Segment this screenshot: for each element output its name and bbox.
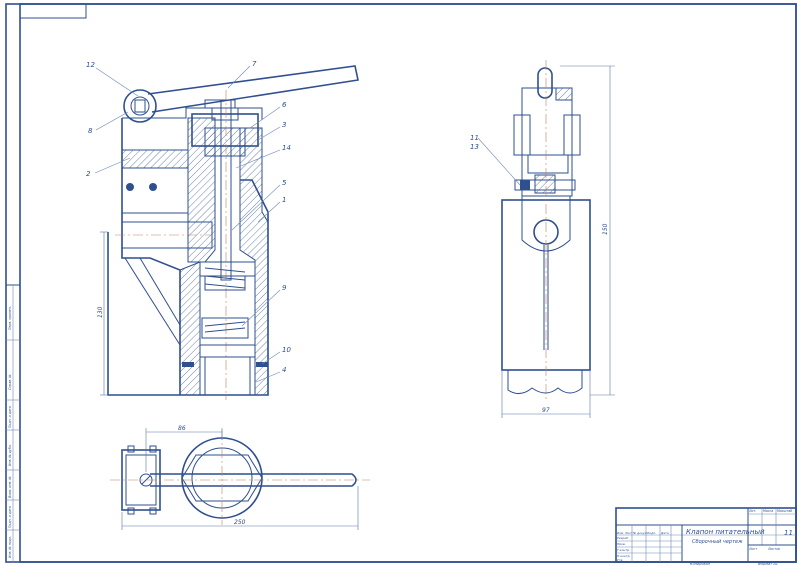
drawing-subtitle: Сборочный чертеж — [692, 539, 743, 545]
callout-13: 13 — [470, 143, 479, 151]
callout-14: 14 — [282, 144, 291, 152]
tb-sign: Подп. — [647, 531, 656, 535]
callout-11: 11 — [470, 134, 479, 142]
tb-razrab: Разраб. — [617, 536, 629, 540]
top-left-stamp — [19, 3, 87, 19]
stamp-label-2: Подп. и дата — [8, 406, 12, 428]
outer-frame — [5, 3, 797, 563]
dimension-height-front: 130 — [97, 231, 108, 396]
tb-format: Формат А1 — [758, 562, 778, 566]
side-stamp-labels: Перв. примен. Справ. № Подп. и дата Инв.… — [8, 306, 12, 558]
front-callouts: 12 8 2 7 6 3 14 5 1 9 10 4 — [86, 60, 291, 383]
tb-tkontr: Т.контр. — [617, 548, 630, 552]
dim-130: 130 — [97, 306, 104, 318]
tb-izm: Изм. Лист — [617, 531, 633, 535]
drawing-title: Клапон питательный — [686, 528, 765, 536]
callout-8: 8 — [88, 127, 93, 135]
callout-7: 7 — [252, 60, 257, 68]
tb-mass: Масса — [763, 509, 773, 513]
callout-2: 2 — [86, 170, 91, 178]
top-view — [110, 430, 370, 525]
side-stamp — [5, 284, 21, 563]
tb-prov: Пров. — [617, 542, 626, 546]
callout-5: 5 — [282, 179, 287, 187]
dim-150: 150 — [602, 223, 609, 235]
tb-sheet: Лист — [748, 547, 757, 551]
callout-3: 3 — [282, 121, 286, 129]
callout-1: 1 — [282, 196, 286, 204]
dim-97: 97 — [542, 407, 550, 414]
tb-copied: Копировал — [690, 562, 711, 566]
callout-9: 9 — [282, 284, 287, 292]
tb-lit: Лит. — [748, 509, 756, 513]
tb-sheets: Листов — [767, 547, 780, 551]
callout-10: 10 — [282, 346, 291, 354]
tb-doc: № докум. — [632, 531, 648, 535]
inner-frame — [19, 3, 797, 563]
stamp-label-1: Справ. № — [8, 374, 12, 390]
callout-4: 4 — [282, 366, 286, 374]
side-view — [501, 60, 591, 400]
stamp-label-3: Инв. № дубл. — [8, 444, 12, 466]
dim-86: 86 — [178, 425, 186, 432]
tb-date: Дата — [660, 531, 669, 535]
tb-nkontr: Н.контр. — [617, 554, 630, 558]
stamp-label-0: Перв. примен. — [8, 306, 12, 330]
callout-6: 6 — [282, 101, 287, 109]
tb-scale: Масштаб — [777, 509, 792, 513]
stamp-label-6: Инв. № подл. — [8, 536, 12, 558]
stamp-label-4: Взам. инв. № — [8, 476, 12, 498]
side-dimensions: 150 97 11 13 — [470, 65, 615, 418]
tb-utv: Утв. — [617, 558, 623, 562]
front-section-view — [107, 65, 359, 400]
dim-250: 250 — [234, 519, 246, 526]
title-block: Лит. Масса Масштаб Изм. Лист № докум. По… — [615, 507, 797, 566]
sheet-number: 11 — [784, 529, 793, 537]
stamp-label-5: Подп. и дата — [8, 506, 12, 528]
callout-12: 12 — [86, 61, 95, 69]
top-dimensions: 86 250 — [121, 425, 359, 530]
